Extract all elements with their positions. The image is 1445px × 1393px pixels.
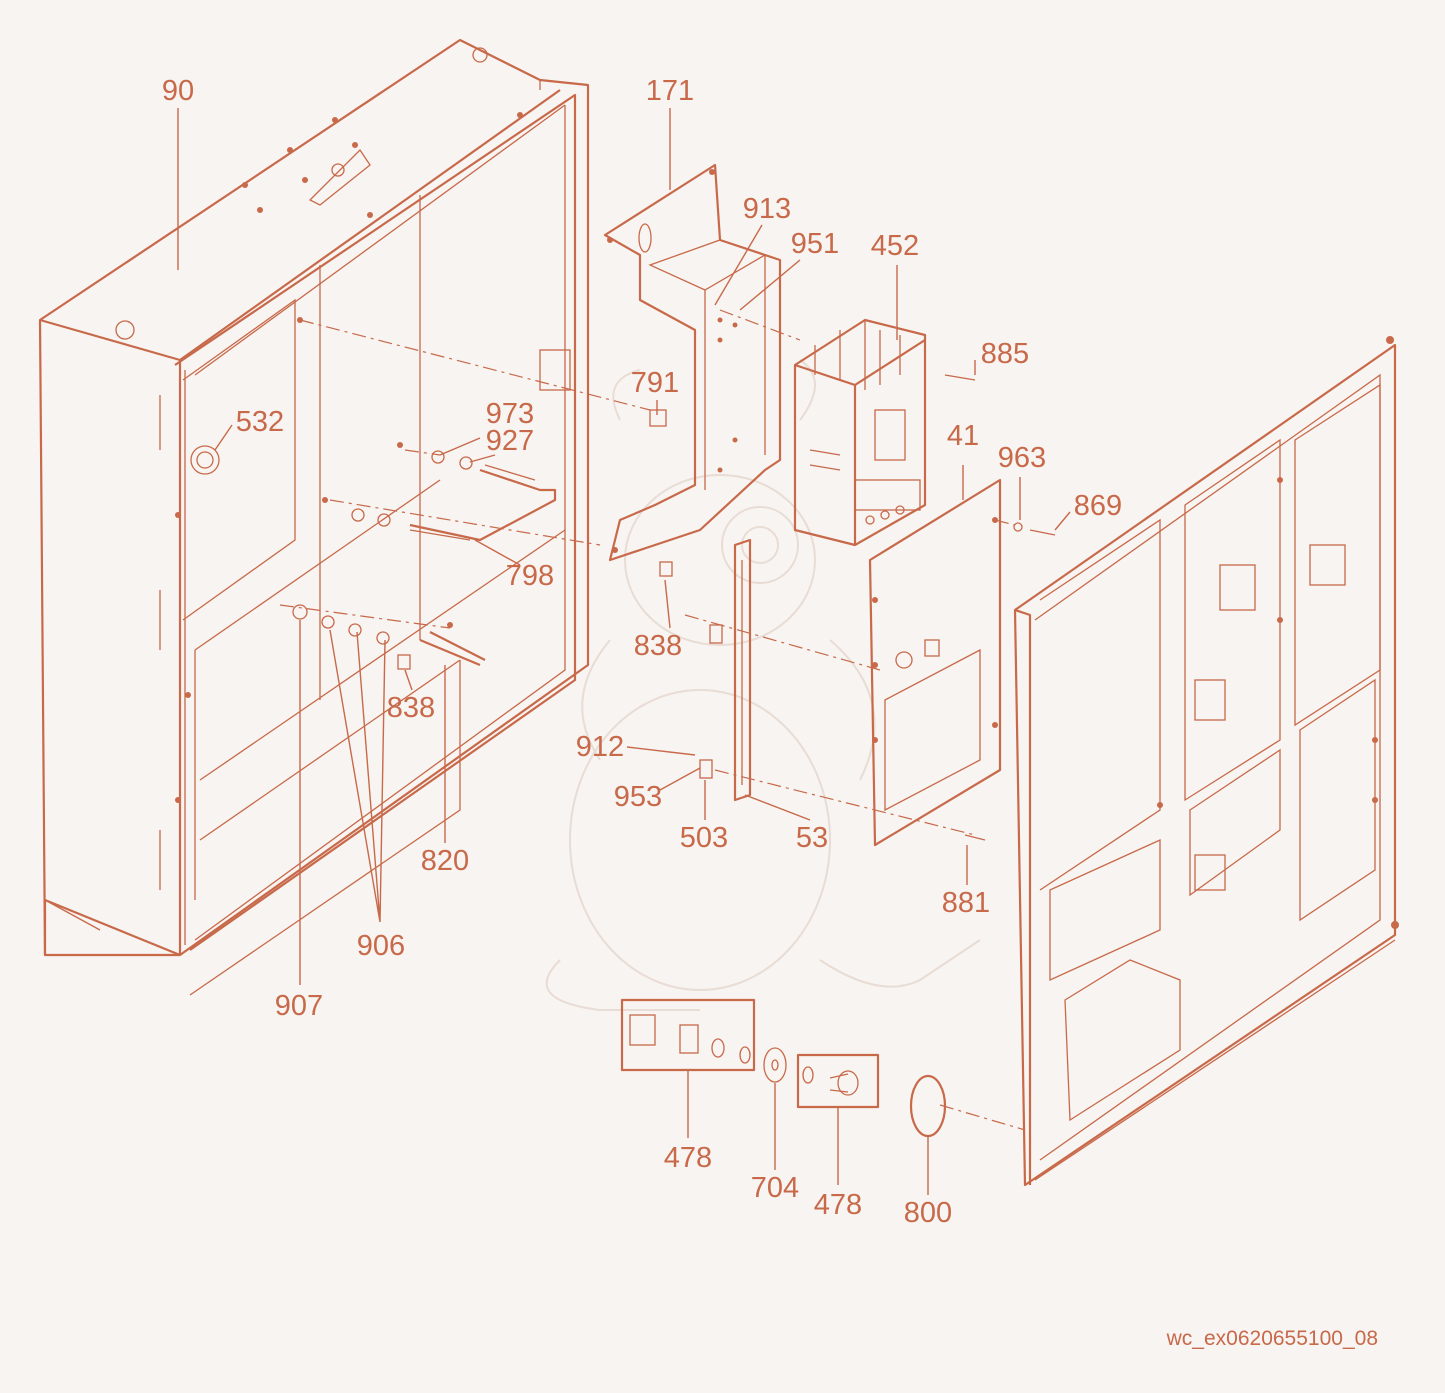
callout-798: 798 [506,560,554,592]
callout-973: 973 [486,398,534,430]
callout-881: 881 [942,887,990,919]
assembly-center-lines [279,309,1026,1131]
callout-907: 907 [275,990,323,1022]
hardware-parts [292,374,1056,841]
callout-532: 532 [236,406,284,438]
callout-90: 90 [162,75,194,107]
callout-452: 452 [871,230,919,262]
callout-800: 800 [904,1197,952,1229]
enclosure-body [38,38,590,996]
callout-791: 791 [631,367,679,399]
callout-838-upper: 838 [634,630,682,662]
callout-leader-lines [177,108,1071,1195]
callout-478-right: 478 [814,1189,862,1221]
callout-963: 963 [998,442,1046,474]
drawing-reference-code: wc_ex0620655100_08 [1166,1327,1378,1350]
mounting-plate [868,478,1002,847]
callout-951: 951 [791,228,839,260]
callout-41: 41 [947,420,979,452]
mounting-bracket [603,163,782,562]
operator-components [620,998,947,1138]
callout-704: 704 [751,1172,799,1204]
circuit-breaker [793,318,927,547]
callout-869: 869 [1074,490,1122,522]
callout-953: 953 [614,781,662,813]
callout-503: 503 [680,822,728,854]
callout-885: 885 [981,338,1029,370]
callout-820: 820 [421,845,469,877]
callout-913: 913 [743,193,791,225]
callout-906: 906 [357,930,405,962]
callout-927: 927 [486,425,534,457]
watermark-dragon-graphic [545,359,981,1011]
callout-912: 912 [576,731,624,763]
callout-838-lower: 838 [387,692,435,724]
din-rail [733,538,752,802]
enclosure-door [1013,336,1399,1187]
callout-171: 171 [646,75,694,107]
callout-478-left: 478 [664,1142,712,1174]
callout-53: 53 [796,822,828,854]
